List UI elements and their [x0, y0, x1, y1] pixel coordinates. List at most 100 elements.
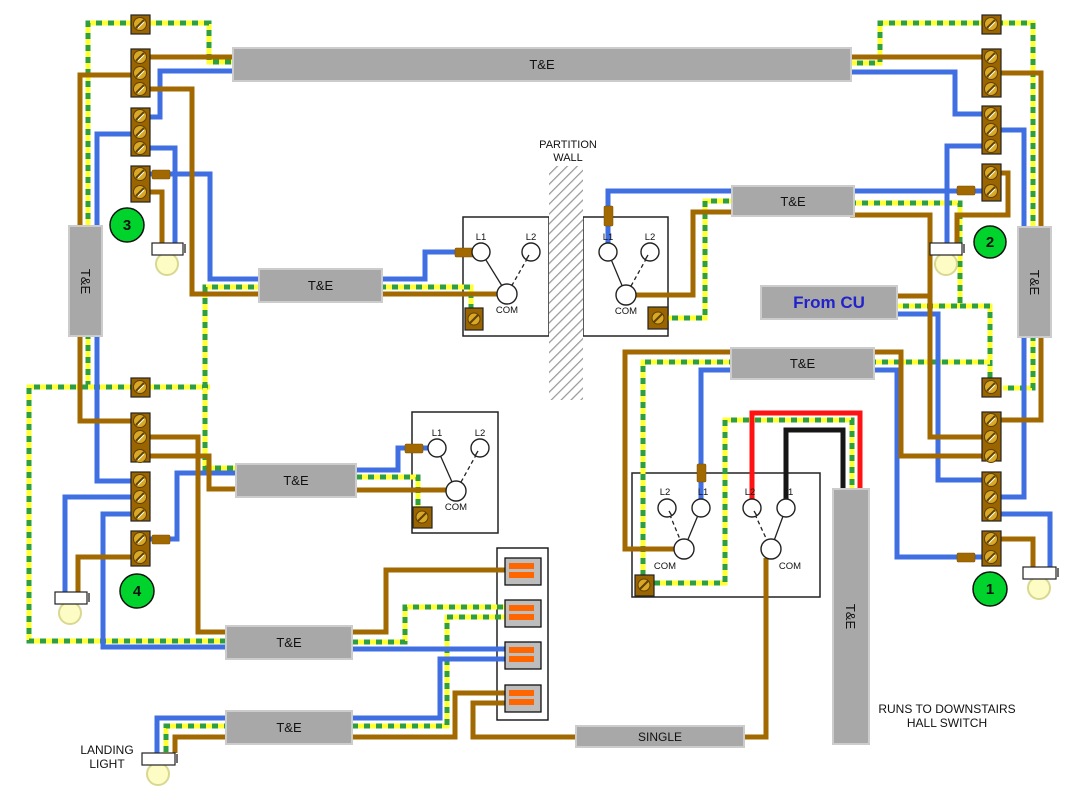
- terminal-L2: [521, 242, 541, 262]
- marker-3: 3: [123, 217, 131, 234]
- wire-brown-te2-junction: [340, 690, 505, 740]
- cable-te-left-vertical: T&E: [68, 225, 103, 337]
- lamps: [54, 242, 1059, 786]
- wire-blue-te2-junction: [340, 656, 505, 721]
- label-COM: COM: [496, 305, 518, 316]
- wire-blue-rightmid-to-blockBRC: [870, 367, 982, 560]
- caption-line: WALL: [553, 151, 583, 164]
- caption-line: LIGHT: [89, 756, 125, 771]
- connector-1: [504, 557, 542, 586]
- cable-te-downstairs: T&E: [832, 488, 870, 745]
- lamp-3: [151, 242, 186, 276]
- cable-te-right-vertical: T&E: [1017, 226, 1052, 338]
- cable-label: T&E: [283, 473, 309, 488]
- wire-blue-lamp1: [982, 511, 1053, 567]
- wire-brown-midcable-left: [150, 453, 245, 492]
- earth-two-gang-to-downstairs: [654, 417, 855, 586]
- earth-top-left-loop: [85, 20, 245, 387]
- wire-blue-switchB-L1: [605, 188, 735, 252]
- partition-wall-caption: PARTITION WALL: [508, 139, 628, 164]
- earth-bottom-left-loop: [26, 384, 250, 644]
- cable-label: T&E: [843, 603, 859, 630]
- cable-label: T&E: [276, 720, 302, 735]
- label-L2: L2: [645, 232, 656, 243]
- label-L2: L2: [660, 487, 671, 498]
- cable-label: T&E: [307, 278, 334, 293]
- wire-brown-switchA-COM: [150, 86, 507, 297]
- cable-te-bottom-1: T&E: [225, 625, 353, 660]
- marker-1: 1: [986, 581, 994, 598]
- label-COM: COM: [654, 561, 676, 572]
- cable-te-left-mid: T&E: [258, 268, 383, 303]
- wire-blue-te1-left: [100, 511, 230, 650]
- switch-internals: L1 L2 COM L1 L2 COM L1 L2 COM L2 L1: [412, 232, 801, 597]
- marker-2: 2: [986, 234, 994, 251]
- marker-2-circle: [973, 225, 1007, 259]
- wire-blue-fromcu: [890, 311, 982, 483]
- wire-brown-lamp4: [75, 554, 150, 592]
- cable-single: SINGLE: [575, 725, 745, 748]
- wire-black-strapper: [783, 427, 846, 508]
- wire-red-strapper: [749, 410, 863, 508]
- earth-two-gang-feed: [640, 359, 735, 577]
- wire-blue-lamp4: [62, 494, 150, 592]
- earth-fromcu-to-single-screw: [960, 303, 993, 389]
- caption-line: LANDING: [80, 743, 134, 757]
- cable-te-right-mid: T&E: [730, 347, 875, 380]
- terminal-screws: [133, 17, 998, 564]
- sleeve-icon: [603, 205, 614, 227]
- landing-lamp: [141, 752, 178, 786]
- terminal-COM: [445, 480, 467, 502]
- sleeve-icon: [151, 534, 171, 545]
- sleeve-icon: [956, 185, 976, 196]
- terminal-L1: [471, 242, 491, 262]
- landing-light-caption: LANDING LIGHT: [62, 743, 152, 772]
- label-L1: L1: [432, 428, 443, 439]
- sleeve-icon: [151, 169, 171, 180]
- earth-te2-to-junction: [340, 614, 505, 729]
- from-cu-box: From CU: [760, 285, 898, 320]
- wire-blue-switchA-L1: [150, 171, 481, 282]
- terminal-L2: [742, 498, 762, 518]
- terminal-COM: [760, 538, 782, 560]
- wire-blue-longcable-left: [150, 68, 245, 120]
- partition-wall-hatch: [549, 166, 583, 400]
- label-L1: L1: [603, 232, 614, 243]
- wire-brown-te1-left: [150, 434, 230, 635]
- lamp-4: [54, 591, 90, 625]
- label-L1: L1: [698, 487, 709, 498]
- terminal-L1: [598, 242, 618, 262]
- cable-label: T&E: [529, 57, 555, 72]
- caption-line: PARTITION: [539, 139, 597, 151]
- label-COM: COM: [445, 502, 467, 513]
- earth-te1-to-junction: [340, 604, 505, 645]
- earth-top-right-loop: [845, 20, 1036, 391]
- terminal-L2: [640, 242, 660, 262]
- terminal-L1: [691, 498, 711, 518]
- sleeve-icon: [956, 552, 976, 563]
- wire-brown-rightmid-right: [870, 349, 982, 459]
- wire-blue-longcable-right: [845, 69, 982, 117]
- label-L1: L1: [476, 232, 487, 243]
- marker-3-circle: [109, 207, 145, 243]
- from-cu-label: From CU: [793, 292, 865, 312]
- runs-to-caption: RUNS TO DOWNSTAIRS HALL SWITCH: [872, 702, 1022, 731]
- marker-4: 4: [133, 583, 142, 600]
- marker-1-circle: [972, 571, 1008, 607]
- terminal-L2: [470, 438, 490, 458]
- lamp-1: [1022, 566, 1059, 600]
- label-L1: L1: [783, 487, 794, 498]
- cable-label: T&E: [780, 193, 806, 209]
- caption-line: HALL SWITCH: [906, 715, 988, 730]
- label-L2: L2: [526, 232, 537, 243]
- wire-blue-landing-lamp: [154, 715, 230, 753]
- markers: 3 2 4 1: [109, 207, 1008, 609]
- wire-brown-two-gang-COM1: [622, 349, 735, 552]
- wire-sleeves: [151, 169, 976, 563]
- cable-label: SINGLE: [637, 729, 682, 744]
- earth-top-right-switch: [660, 198, 738, 321]
- cable-label: T&E: [276, 635, 302, 650]
- junction-connectors: [504, 557, 542, 713]
- connector-4: [504, 684, 542, 713]
